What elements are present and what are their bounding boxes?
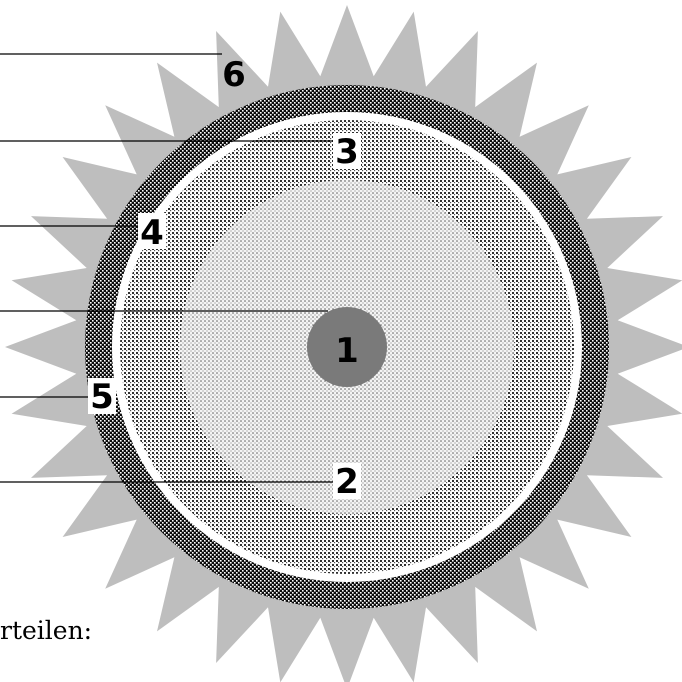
label-2: 2 [335,462,359,502]
caption-text: rteilen: [0,616,92,656]
label-6: 6 [222,55,246,95]
label-4: 4 [140,213,164,253]
label-1: 1 [335,331,359,371]
label-5: 5 [90,377,114,417]
label-3: 3 [335,132,359,172]
